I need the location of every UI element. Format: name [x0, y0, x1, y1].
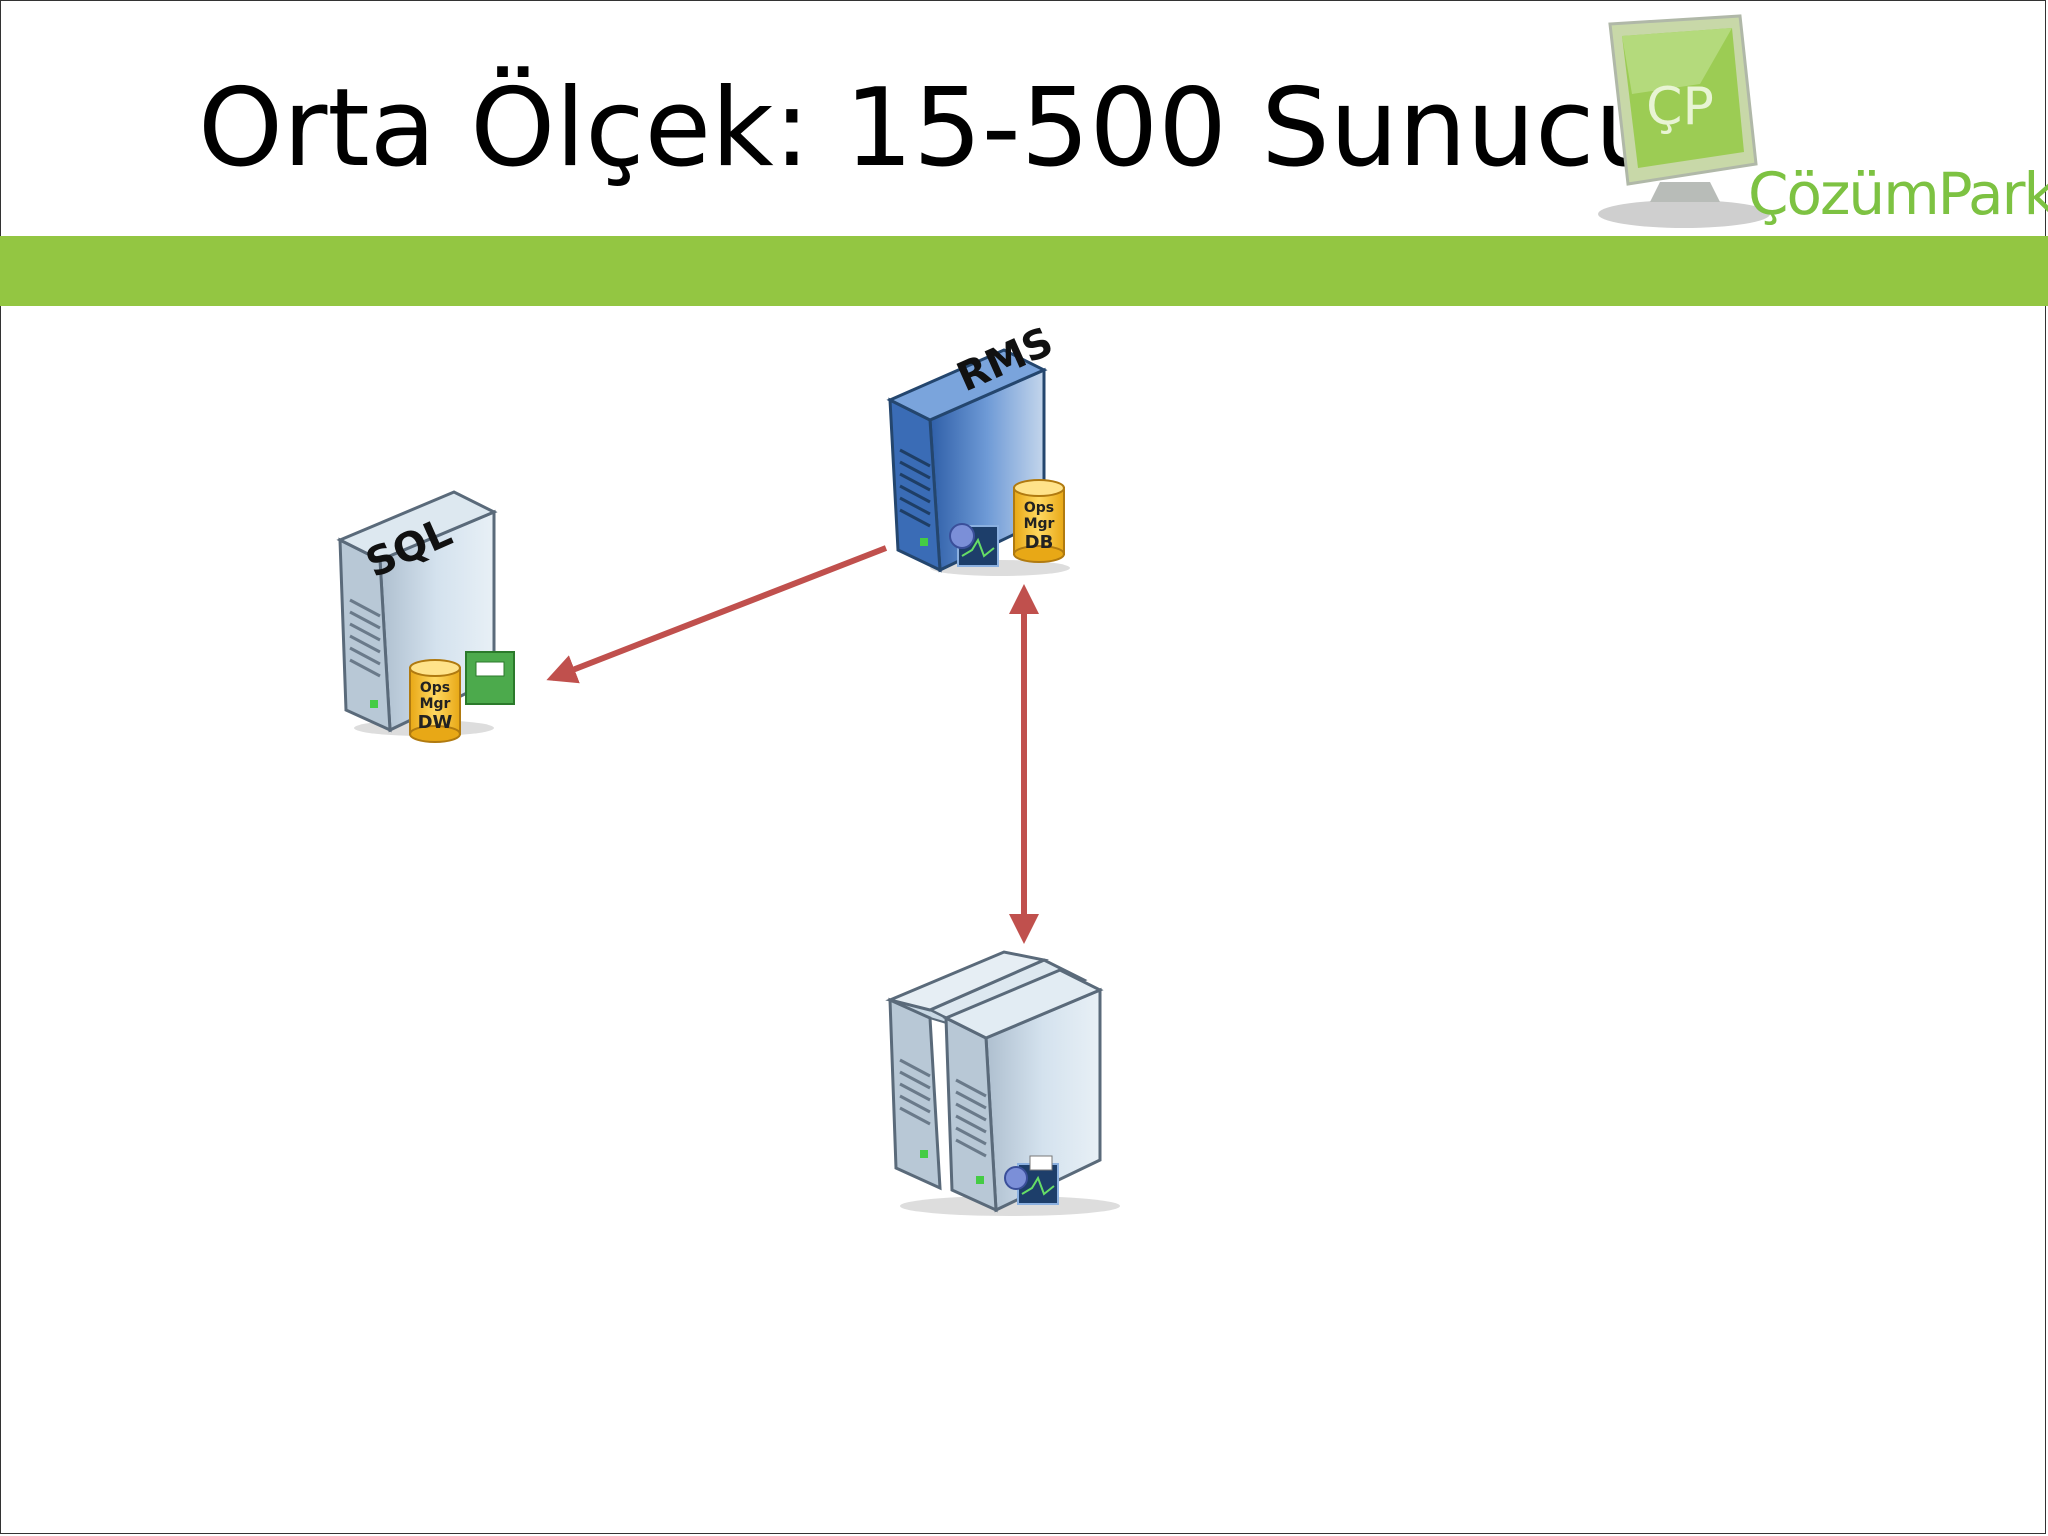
svg-text:Mgr: Mgr [420, 696, 451, 712]
managed-servers-node [885, 950, 1120, 1216]
title-underline-band [0, 236, 2048, 306]
logo-text: ÇözümPark [1748, 160, 2048, 228]
svg-text:Ops: Ops [1024, 500, 1054, 516]
edge-rms-to-sql [546, 545, 888, 684]
svg-text:DW: DW [418, 712, 453, 733]
opsmgr-dw-badge-icon: Ops Mgr DW [409, 659, 461, 743]
opsmgr-db-badge-icon: Ops Mgr DB [1013, 479, 1065, 563]
report-icon [465, 651, 515, 705]
sql-server-node: SQL Ops Mgr DW [336, 490, 515, 743]
logo-monogram: ÇP [1646, 77, 1714, 137]
svg-text:DB: DB [1025, 532, 1054, 553]
svg-text:Mgr: Mgr [1024, 516, 1055, 532]
rms-server-node: RMS Ops Mgr DB [886, 319, 1070, 576]
cozumpark-logo: ÇP [1598, 14, 1770, 228]
ops-console-icon [949, 523, 999, 567]
agent-icon [1004, 1155, 1059, 1205]
slide-title: Orta Ölçek: 15-500 Sunucu [198, 66, 1663, 191]
svg-text:Ops: Ops [420, 680, 450, 696]
